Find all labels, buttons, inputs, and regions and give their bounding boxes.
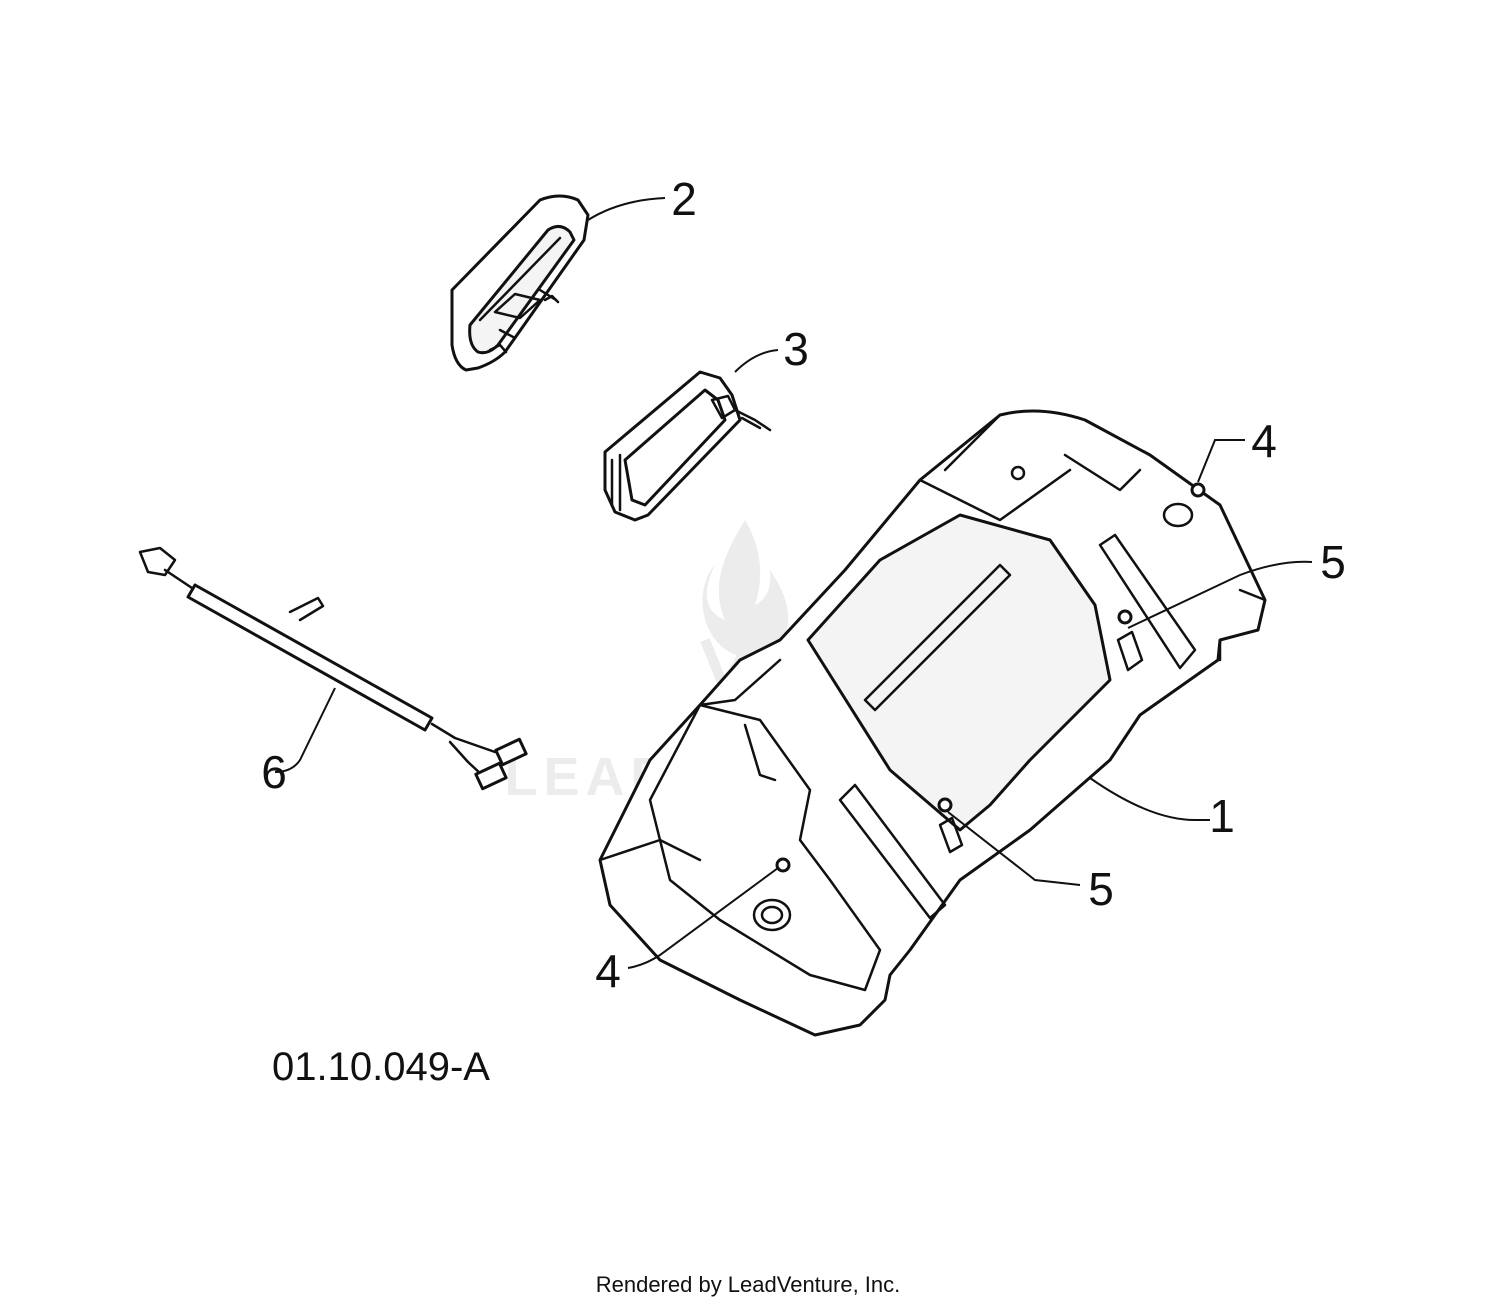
fastener-5-top xyxy=(1117,609,1133,625)
fastener-4-bottom xyxy=(775,857,791,873)
callout-6: 6 xyxy=(261,746,287,798)
callouts: 2 3 4 5 1 5 4 6 xyxy=(261,173,1346,997)
render-credit: Rendered by LeadVenture, Inc. xyxy=(596,1272,901,1297)
part-6-wire-harness xyxy=(138,546,528,791)
callout-1: 1 xyxy=(1209,790,1235,842)
part-3-module xyxy=(603,370,772,522)
callout-2: 2 xyxy=(671,173,697,225)
part-2-cover-panel xyxy=(450,194,590,372)
callout-4a: 4 xyxy=(1251,415,1277,467)
callout-5a: 5 xyxy=(1320,536,1346,588)
fastener-5-bottom xyxy=(937,797,953,813)
fastener-4-top xyxy=(1190,482,1206,498)
figure-id: 01.10.049-A xyxy=(272,1045,490,1089)
leader-lines xyxy=(274,197,1313,969)
callout-3: 3 xyxy=(783,323,809,375)
part-1-hood xyxy=(598,409,1267,1037)
callout-5b: 5 xyxy=(1088,863,1114,915)
callout-4b: 4 xyxy=(595,945,621,997)
